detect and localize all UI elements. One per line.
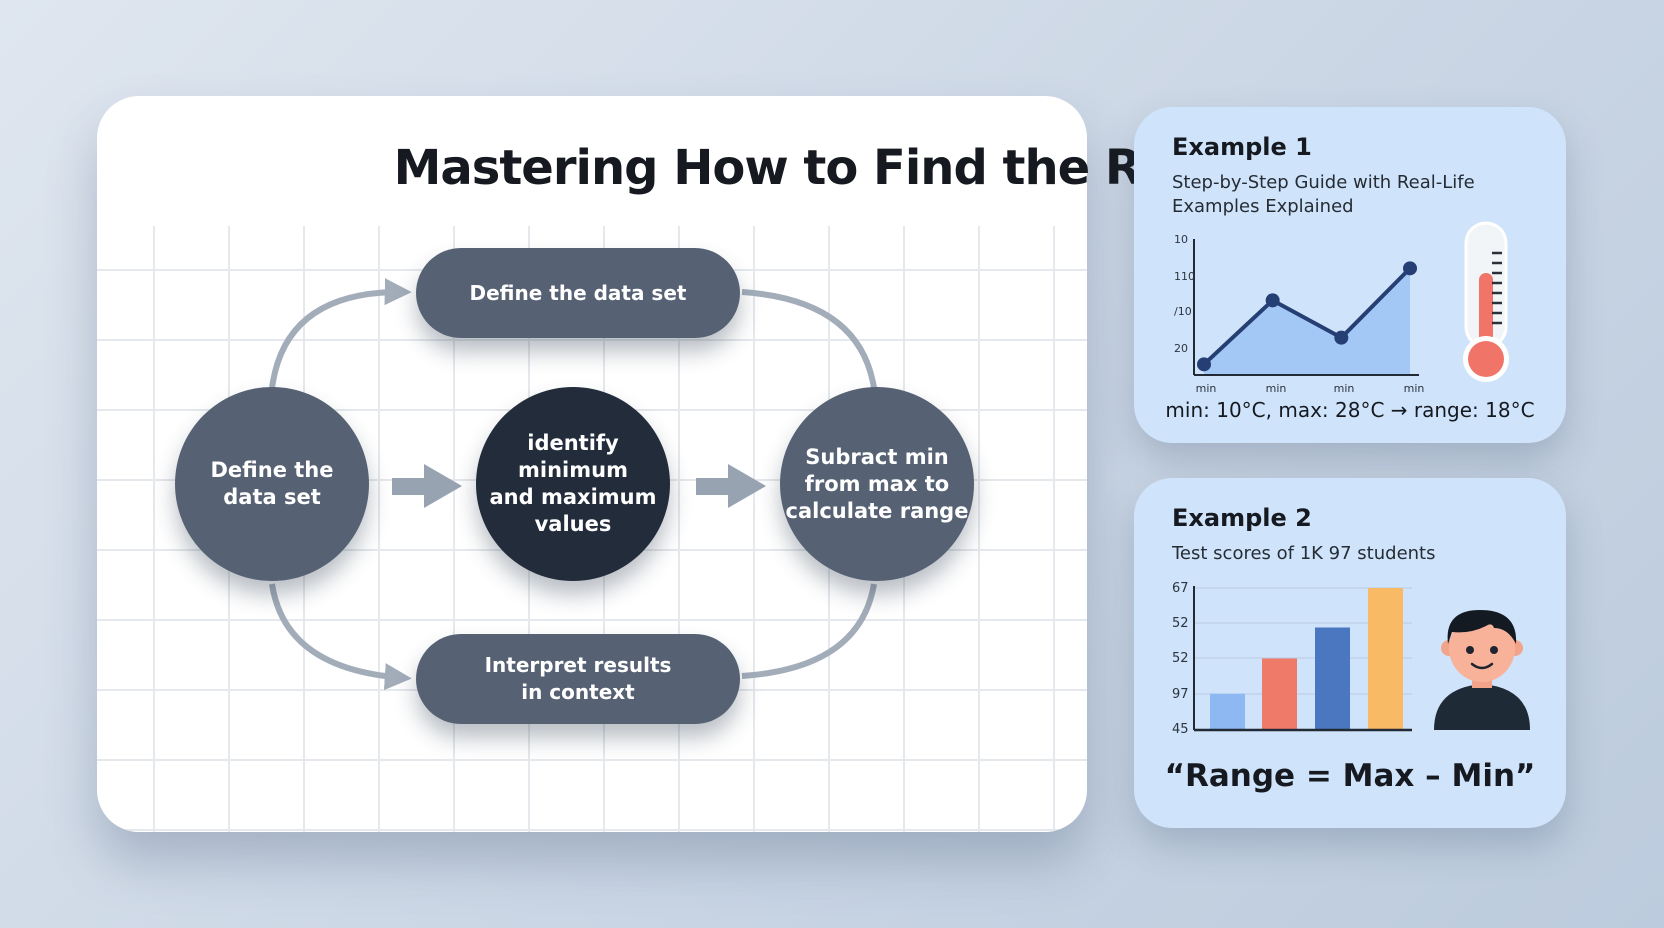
example2-bar xyxy=(1262,658,1297,729)
example1-data-point xyxy=(1197,357,1211,372)
arrow-center-right-icon xyxy=(696,464,766,508)
example1-y-tick: 110 xyxy=(1174,270,1195,283)
example2-bar xyxy=(1210,693,1245,729)
student-avatar-icon xyxy=(1434,610,1530,730)
example2-y-tick: 52 xyxy=(1172,616,1189,631)
example1-series-line xyxy=(1202,266,1412,366)
example1-y-tick: /10 xyxy=(1174,305,1192,318)
flow-node-right: Subract min from max to calculate range xyxy=(780,387,974,581)
arc-left-bottom-arrow xyxy=(269,583,412,691)
example2-y-tick: 52 xyxy=(1172,651,1189,666)
example1-data-point xyxy=(1265,293,1280,308)
flow-node-top: Define the data set xyxy=(416,248,740,338)
example1-data-point xyxy=(1403,261,1417,276)
arrow-left-center-icon xyxy=(392,464,462,508)
example2-subtitle: Test scores of 1K 97 students xyxy=(1172,543,1436,564)
example2-card: Example 2 Test scores of 1K 97 students … xyxy=(1134,478,1566,828)
example2-title: Example 2 xyxy=(1172,504,1312,532)
flow-node-center: identify minimum and maximum values xyxy=(476,387,670,581)
example1-area-fill xyxy=(1204,268,1410,375)
flow-node-bottom: Interpret results in context xyxy=(416,634,740,724)
example2-bar-chart: 67 52 52 97 45 xyxy=(1172,581,1530,737)
example2-y-tick: 67 xyxy=(1172,581,1189,596)
example1-data-point xyxy=(1334,330,1349,345)
arc-right-bottom xyxy=(741,583,877,679)
example1-subtitle: Step-by-Step Guide with Real-Life Exampl… xyxy=(1172,172,1475,217)
example1-card: Example 1 Step-by-Step Guide with Real-L… xyxy=(1134,107,1566,443)
example2-bar xyxy=(1368,588,1403,729)
example2-y-tick: 45 xyxy=(1172,722,1189,737)
example2-formula: “Range = Max – Min” xyxy=(1164,758,1536,794)
example1-x-tick: min xyxy=(1196,382,1217,395)
example1-caption: min: 10°C, max: 28°C → range: 18°C xyxy=(1165,398,1535,422)
example2-bar xyxy=(1315,627,1350,729)
flow-node-left: Define the data set xyxy=(175,387,369,581)
example1-y-tick: 20 xyxy=(1174,342,1188,355)
example1-x-tick: min xyxy=(1334,382,1355,395)
example2-y-tick: 97 xyxy=(1172,687,1189,702)
example1-x-tick: min xyxy=(1404,382,1425,395)
main-title: Mastering How to Find the Range xyxy=(393,140,1272,196)
example1-line-chart: 10 110/10 20 min min min min xyxy=(1174,221,1509,395)
arc-top-right xyxy=(741,289,877,389)
arc-left-top-arrow xyxy=(269,278,412,389)
example1-y-tick: 10 xyxy=(1174,233,1188,246)
example1-x-tick: min xyxy=(1266,382,1287,395)
example1-title: Example 1 xyxy=(1172,133,1312,161)
thermometer-icon xyxy=(1463,221,1509,382)
